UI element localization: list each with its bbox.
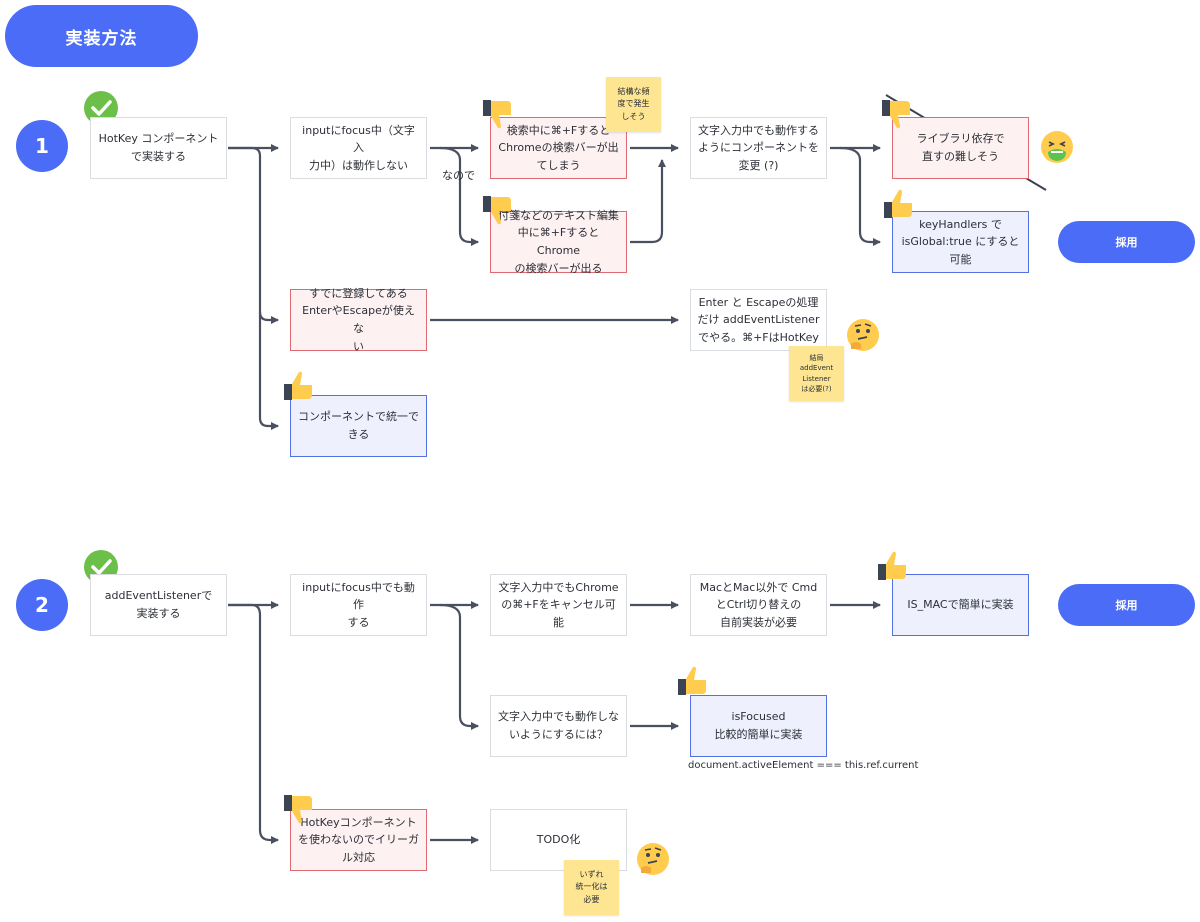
sticky-note-frequent: 結構な頻 度で発生 しそう [606, 77, 661, 132]
connector [839, 146, 881, 246]
registered-keys-box: すでに登録してある EnterやEscapeが使えな い [290, 287, 427, 353]
thinking-face-icon [847, 319, 879, 351]
adopt-button[interactable]: 採用 [1058, 584, 1195, 626]
add-event-listener-box: addEventListenerで 実装する [90, 574, 227, 636]
thumbs-up-icon [284, 371, 312, 400]
thumbs-up-icon [678, 666, 706, 695]
thumbs-down-icon [483, 196, 511, 225]
thumbs-up-icon [878, 551, 906, 580]
is-focused-box: isFocused 比較的簡単に実装 [690, 695, 827, 757]
sticky-note-after-all: 結局 addEvent Listener は必要(?) [789, 346, 844, 401]
adopt-button[interactable]: 採用 [1058, 221, 1195, 263]
connector [439, 146, 479, 246]
is-mac-box: IS_MACで簡単に実装 [892, 574, 1029, 636]
connector [258, 312, 279, 430]
thumbs-down-icon [284, 795, 312, 824]
connector-label: なので [442, 169, 475, 182]
step-number-2: 2 [16, 579, 68, 631]
step-number-1: 1 [16, 120, 68, 172]
connector [228, 146, 279, 324]
thumbs-up-icon [884, 189, 912, 218]
not-during-input-box: 文字入力中でも動作しな いようにするには？ [490, 695, 627, 757]
library-dependency-box: ライブラリ依存で 直すの難しそう [892, 117, 1029, 179]
connector [630, 159, 666, 244]
thumbs-down-icon [483, 100, 511, 129]
page-title: 実装方法 [5, 5, 198, 67]
key-handlers-box: keyHandlers で isGlobal:true にすると 可能 [892, 211, 1029, 273]
connector [439, 603, 479, 730]
works-during-input-box: 文字入力中でも動作する ようにコンポーネントを 変更 (?) [690, 117, 827, 179]
connector [228, 603, 279, 844]
mac-cmd-ctrl-box: MacとMac以外で Cmd とCtrl切り替えの 自前実装が必要 [690, 574, 827, 636]
sticky-note-someday: いずれ 統一化は 必要 [564, 860, 619, 915]
thumbs-down-icon [882, 100, 910, 129]
input-focus-box: inputにfocus中（文字入 力中）は動作しない [290, 117, 427, 179]
hotkey-not-used-box: HotKeyコンポーネント を使わないのでイリーガ ル対応 [290, 809, 427, 871]
nauseated-face-icon [1041, 131, 1073, 163]
thinking-face-icon [637, 843, 669, 875]
cancel-chrome-search-box: 文字入力中でもChrome の⌘+Fをキャンセル可 能 [490, 574, 627, 636]
check-circle-icon [84, 91, 118, 125]
enter-escape-box: Enter と Escapeの処理 だけ addEventListener でや… [690, 289, 827, 351]
hotkey-component-box: HotKey コンポーネント で実装する [90, 117, 227, 179]
input-focus-works-box: inputにfocus中でも動作 する [290, 574, 427, 636]
text-edit-search-bar-box: 付箋などのテキスト編集 中に⌘+FするとChrome の検索バーが出る [490, 209, 627, 275]
search-bar-box: 検索中に⌘+Fすると Chromeの検索バーが出 てしまう [490, 117, 627, 179]
component-unified-box: コンポーネントで統一で きる [290, 395, 427, 457]
code-note: document.activeElement === this.ref.curr… [688, 760, 919, 771]
